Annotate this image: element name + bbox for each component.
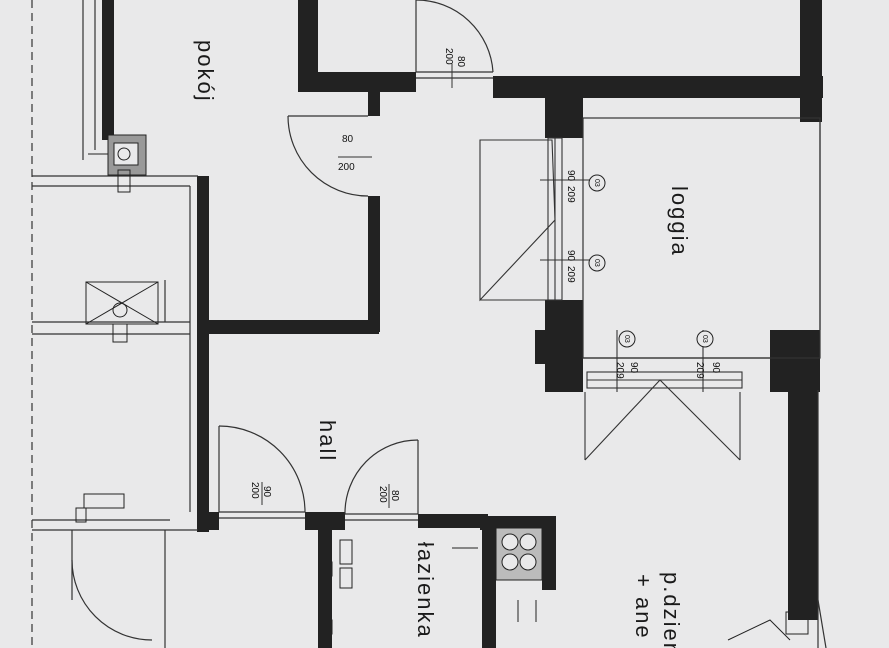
- window-loggia-bot-left-width: 90: [628, 362, 639, 374]
- door-hall-right-width: 80: [389, 490, 400, 502]
- room-label-aneks: + ane: [631, 574, 656, 640]
- window-loggia-mid-mark: 03: [593, 259, 600, 267]
- room-label-pokoj: pokój: [193, 40, 218, 103]
- window-mark-circles: [588, 174, 714, 348]
- window-loggia-mid-height: 209: [565, 266, 576, 283]
- room-label-pdzienny: p.dzien: [659, 572, 684, 648]
- door-hall-left-width: 90: [261, 486, 272, 498]
- window-loggia-bot-right-width: 90: [710, 362, 721, 374]
- fixtures: [75, 134, 809, 641]
- door-top-width: 80: [455, 56, 466, 68]
- door-hall-left-height: 200: [249, 482, 260, 499]
- window-loggia-top-width: 90: [565, 170, 576, 182]
- room-label-loggia: loggia: [667, 186, 692, 257]
- door-swings: [71, 0, 494, 641]
- window-loggia-bot-left-mark: 03: [623, 335, 630, 343]
- loggia-openings: [479, 137, 743, 461]
- door-pokoj-width: 80: [342, 134, 354, 145]
- window-loggia-bot-left-height: 209: [614, 362, 625, 379]
- window-loggia-top-mark: 03: [593, 179, 600, 187]
- walls: [102, 0, 823, 648]
- thin-lines: [31, 0, 827, 648]
- door-pokoj-height: 200: [338, 162, 355, 173]
- window-loggia-bot-right-height: 209: [694, 362, 705, 379]
- window-dimensions: 90 209 03 90 209 03 90 209 03 90 209 03: [565, 170, 721, 379]
- window-loggia-mid-width: 90: [565, 250, 576, 262]
- door-hall-right-height: 200: [377, 486, 388, 503]
- door-top-height: 200: [443, 48, 454, 65]
- room-label-hall: hall: [315, 420, 340, 462]
- window-loggia-top-height: 209: [565, 186, 576, 203]
- door-dimensions: 80 200 80 200 90 200 80 200: [249, 48, 466, 508]
- room-label-lazienka: łazienka: [413, 542, 438, 639]
- window-loggia-bot-right-mark: 03: [701, 335, 708, 343]
